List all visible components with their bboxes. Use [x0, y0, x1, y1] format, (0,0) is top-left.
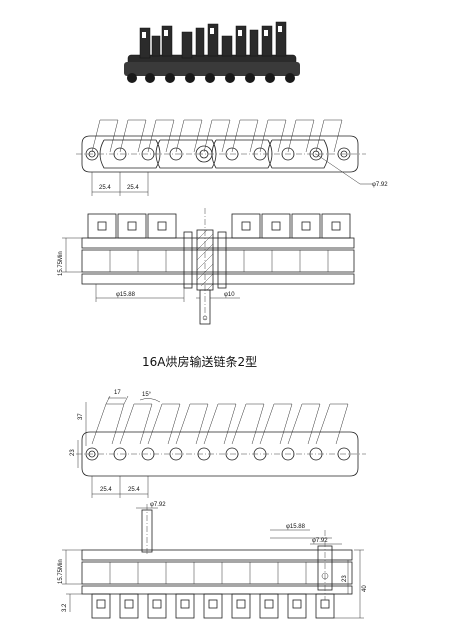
bottom-dim-3-2-label: 3.2	[62, 603, 68, 612]
top-section-height-label: 15.75Min	[58, 251, 64, 276]
bottom-hole-dia-label: φ7.92	[312, 538, 328, 544]
top-section-pin-dia-label: φ10	[224, 292, 235, 298]
bottom-pitch-right-label: 25.4	[128, 487, 140, 493]
bottom-dim-23-right-label: 23	[342, 575, 348, 582]
top-section-view: 15.75Min φ15.88 φ10	[58, 208, 355, 325]
bottom-dim-37-label: 37	[78, 413, 84, 420]
drawing-title: 16A烘房输送链条2型	[142, 354, 257, 369]
bottom-angle-label: 15°	[142, 392, 152, 398]
bottom-dim-40-label: 40	[362, 585, 368, 592]
top-pitch-right-label: 25.4	[127, 185, 139, 191]
top-section-roller-dia-label: φ15.88	[116, 292, 136, 298]
top-hole-dia-label: φ7.92	[372, 182, 388, 188]
chain-photo	[124, 21, 300, 83]
bottom-section-view: φ7.92	[58, 502, 368, 619]
bottom-dim-23-label: 23	[70, 449, 76, 456]
top-pitch-left-label: 25.4	[99, 185, 111, 191]
bottom-height-label: 15.75Min	[58, 559, 64, 584]
bottom-dim-17-label: 17	[114, 390, 121, 396]
bottom-front-view: 17 15° 37 23 25.4 25.4	[70, 390, 366, 498]
bottom-roller-dia-label: φ15.88	[286, 524, 306, 530]
bottom-pitch-left-label: 25.4	[100, 487, 112, 493]
top-front-view: 25.4 25.4 φ7.92	[76, 119, 388, 196]
bottom-pin-dia-label: φ7.92	[150, 502, 166, 508]
